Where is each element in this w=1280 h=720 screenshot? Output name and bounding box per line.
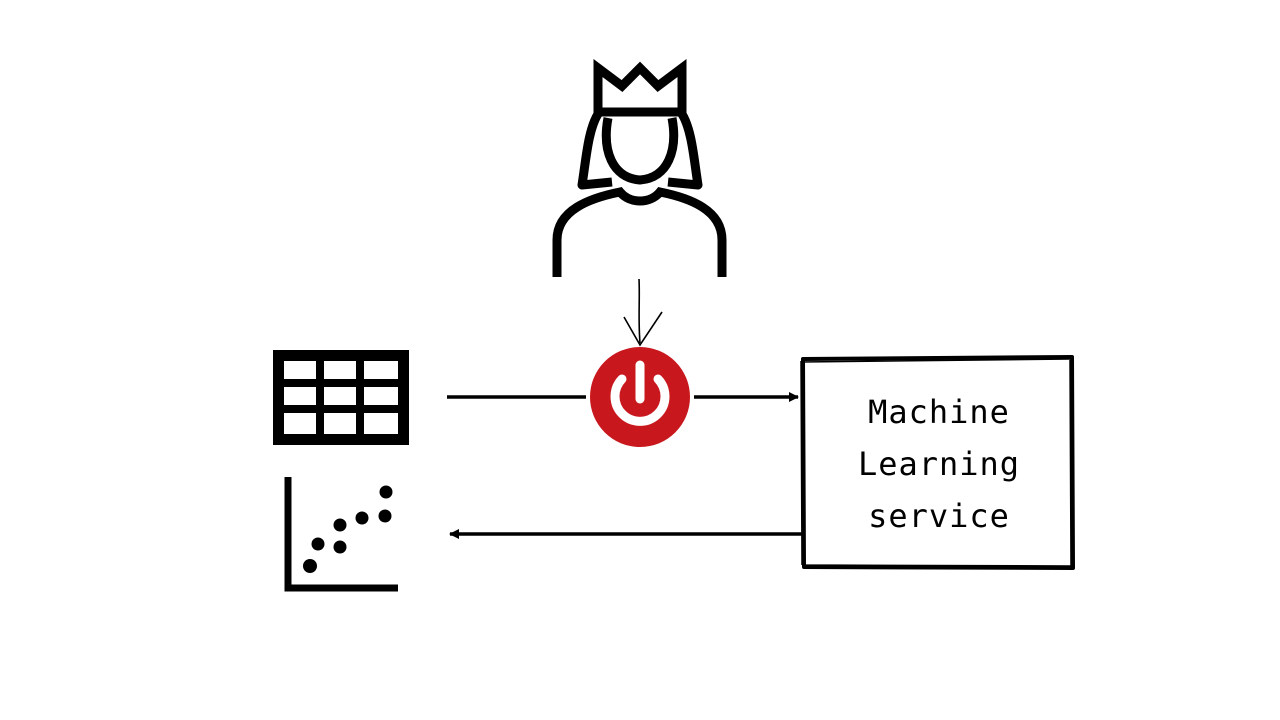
power-button-icon[interactable] [590,347,690,447]
queen-person-icon [552,59,727,277]
table-grid-icon [273,350,409,445]
scatter-plot-icon [284,477,398,592]
ml-service-label-line-3: service [868,497,1010,535]
ml-service-label: Machine Learning service [806,386,1072,542]
toggle-arrow [623,278,663,347]
ml-service-box [800,355,1075,570]
ml-service-label-line-1: Machine [868,393,1010,431]
ml-service-label-line-2: Learning [857,445,1021,483]
